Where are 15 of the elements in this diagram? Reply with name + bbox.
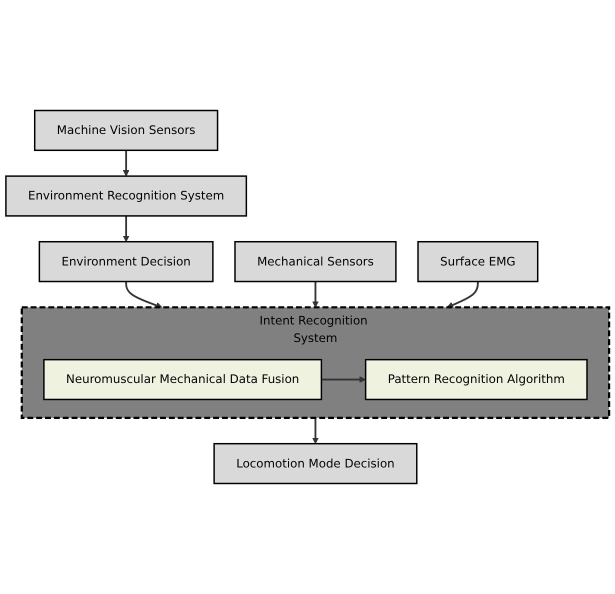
node-box: Neuromuscular Mechanical Data Fusion (43, 358, 322, 400)
node-box: Surface EMG (417, 240, 538, 282)
arrow (312, 282, 319, 308)
arrow (125, 282, 162, 308)
arrow (446, 282, 479, 308)
node-box: Machine Vision Sensors (34, 110, 218, 152)
arrow (122, 150, 130, 176)
node-box: Mechanical Sensors (234, 240, 397, 282)
node-box: Environment Recognition System (5, 175, 248, 217)
node-box: Locomotion Mode Decision (213, 442, 418, 484)
arrow (312, 418, 319, 444)
node-box: Environment Decision (38, 240, 214, 282)
arrow (122, 216, 130, 242)
node-box: Pattern Recognition Algorithm (364, 358, 588, 400)
arrow (321, 376, 366, 383)
